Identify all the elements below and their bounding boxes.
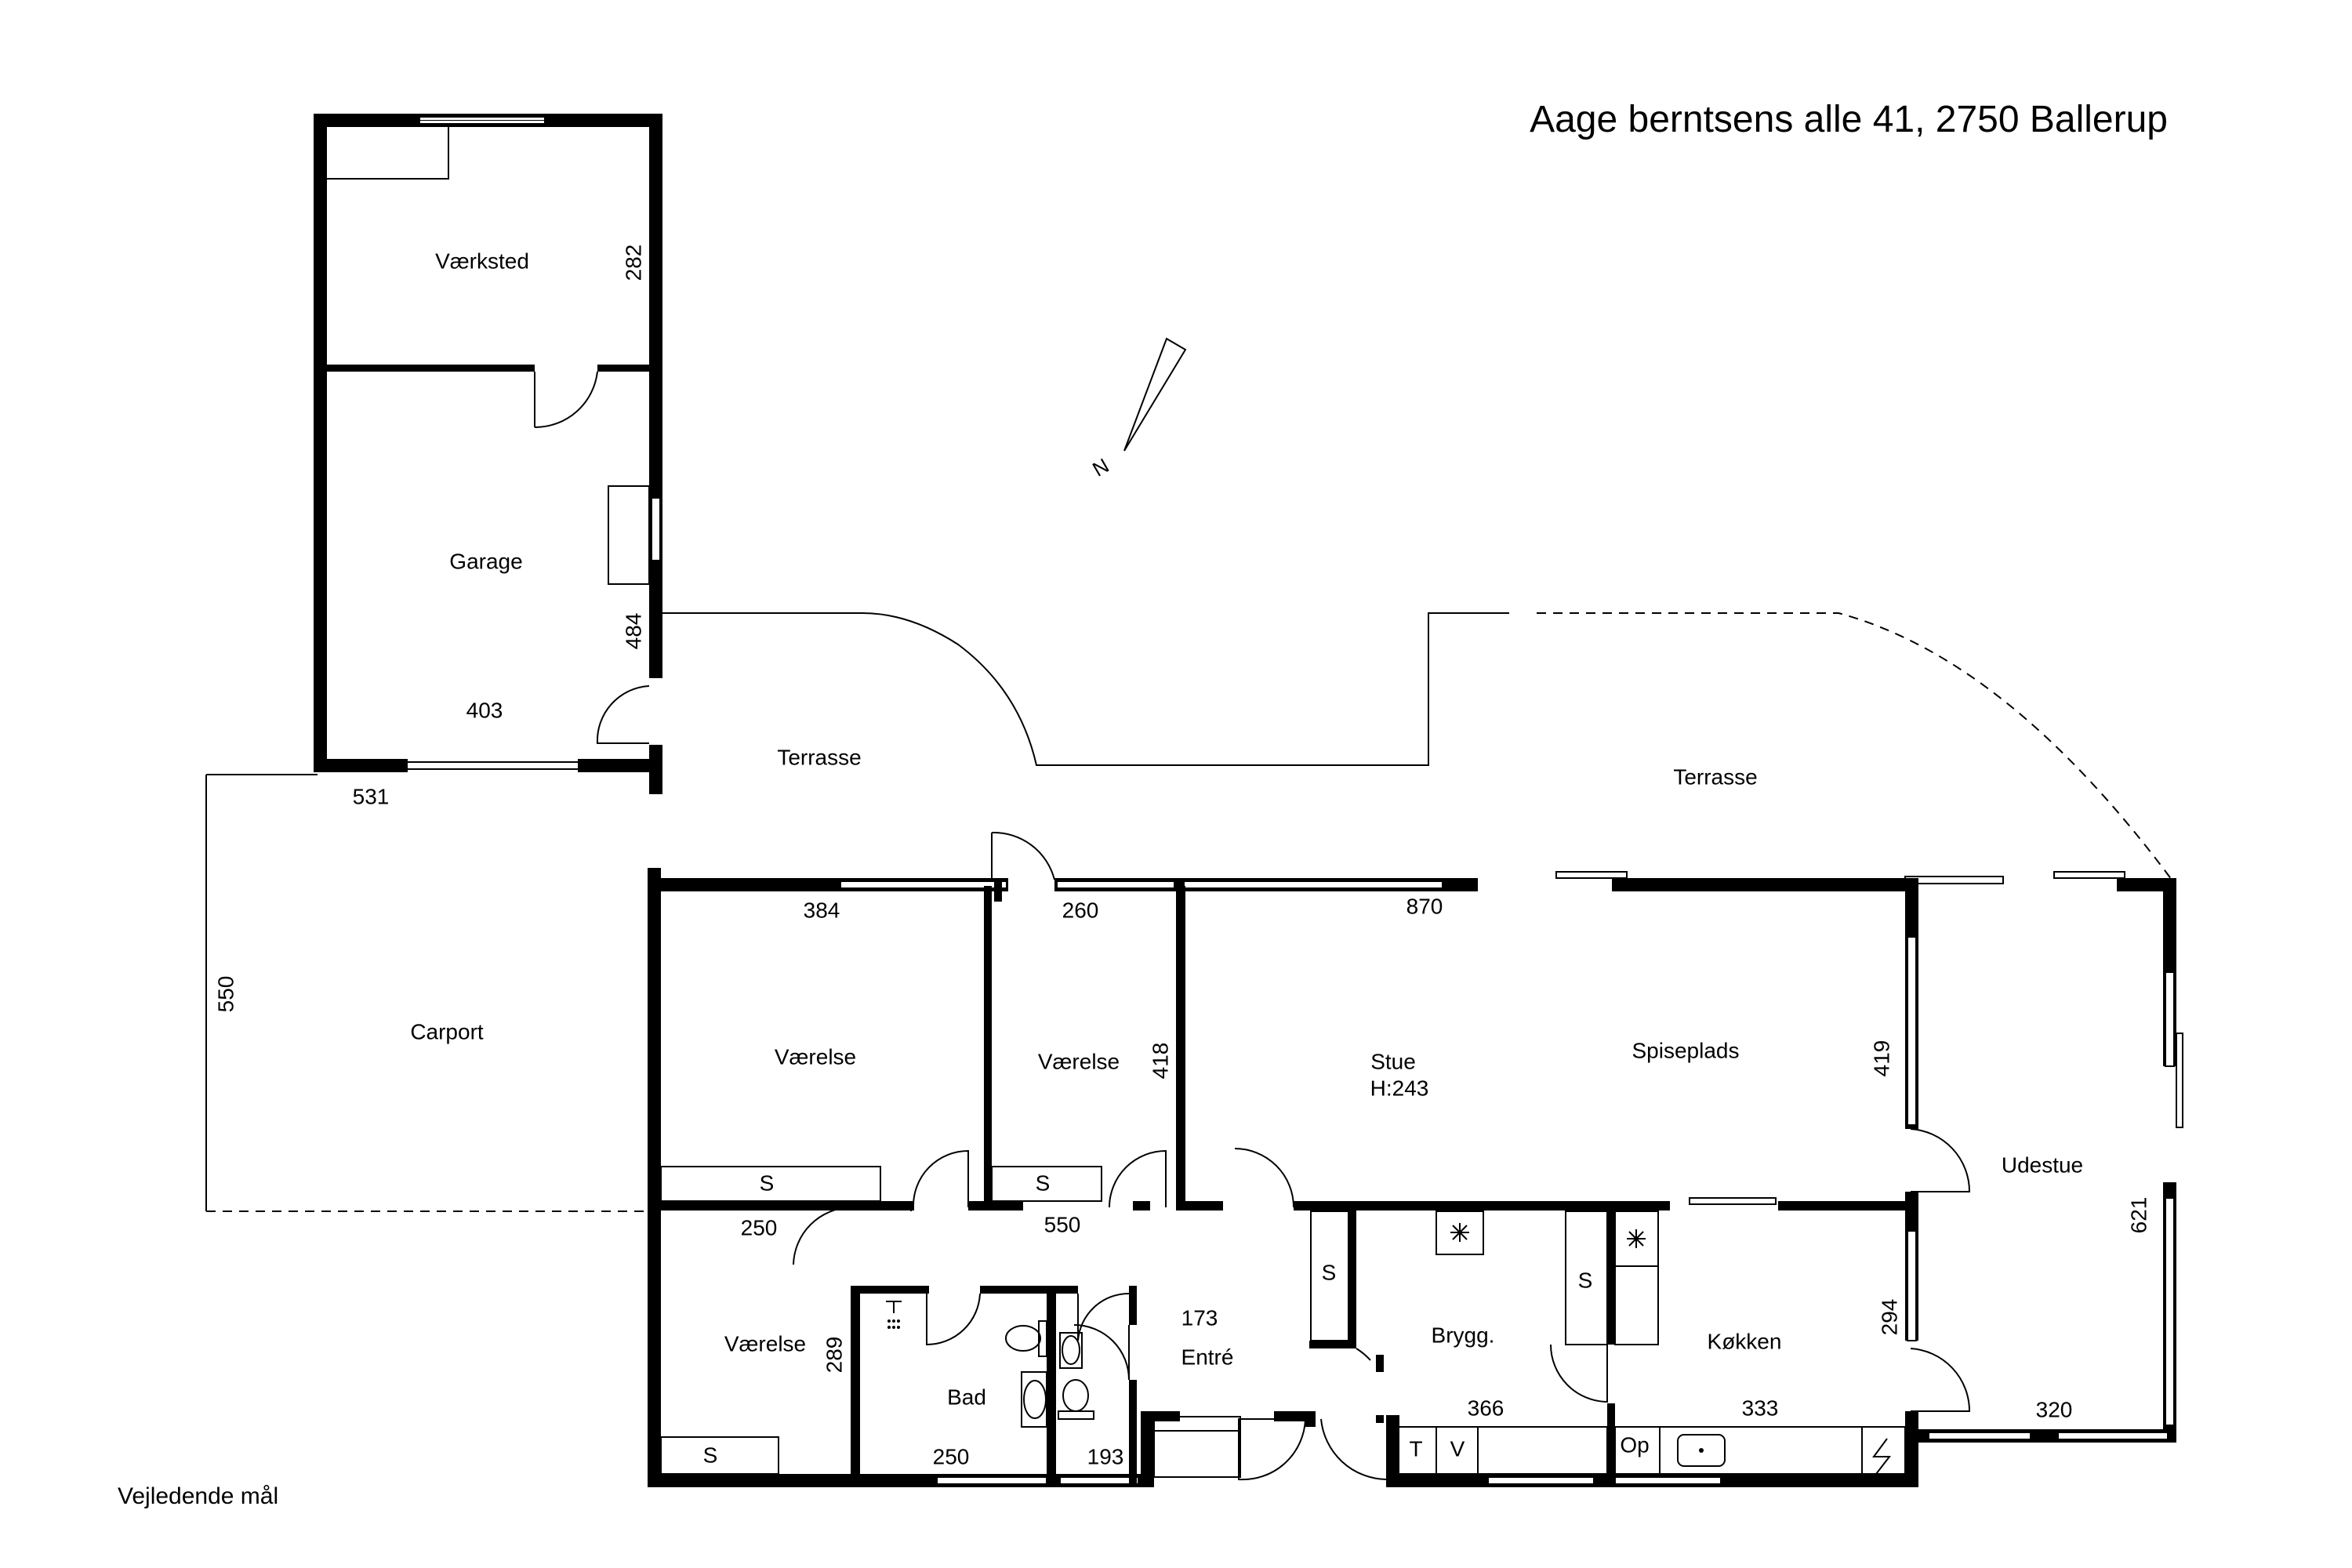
room-label-bedroom: Værelse <box>724 1331 806 1356</box>
door-swings <box>793 831 1971 1481</box>
dimension-label: 550 <box>213 976 238 1013</box>
room-label-kitchen: Køkken <box>1708 1329 1782 1353</box>
garage-building <box>314 114 662 794</box>
wardrobe-label: S <box>1036 1171 1051 1195</box>
dimension-label: 403 <box>466 698 503 722</box>
dimension-label: 250 <box>741 1215 778 1240</box>
dimension-label: 550 <box>1044 1212 1081 1236</box>
north-label: N <box>1088 453 1112 481</box>
room-label-bath: Bad <box>947 1385 986 1409</box>
sink-icon <box>1021 1332 1083 1428</box>
stove-icon <box>1450 1223 1469 1242</box>
room-label-entrance: Entré <box>1181 1345 1234 1369</box>
dimension-label: 621 <box>2126 1197 2151 1234</box>
wardrobe-label: S <box>1322 1260 1337 1284</box>
toilet-icon <box>1005 1320 1094 1420</box>
dimension-label: 173 <box>1181 1305 1218 1330</box>
dimension-label: 870 <box>1406 894 1443 918</box>
fixtures <box>660 1166 1906 1475</box>
dimension-label: 250 <box>933 1444 970 1468</box>
shower-icon <box>886 1301 902 1329</box>
room-label-sunroom: Udestue <box>2002 1152 2083 1177</box>
room-label-living: Stue <box>1370 1049 1416 1073</box>
room-label-dining: Spiseplads <box>1632 1038 1740 1062</box>
dimension-label: 320 <box>2036 1397 2073 1421</box>
main-house <box>648 831 2183 1487</box>
washer-label: V <box>1450 1436 1465 1461</box>
dryer-label: T <box>1409 1436 1422 1461</box>
room-label-terrace: Terrasse <box>777 745 861 769</box>
dimension-label: 366 <box>1468 1396 1504 1420</box>
wardrobe-label: S <box>760 1171 775 1195</box>
footnote: Vejledende mål <box>118 1483 278 1509</box>
dimension-label: 282 <box>621 245 645 281</box>
room-label-utility: Brygg. <box>1432 1323 1495 1347</box>
dimension-label: 333 <box>1742 1396 1779 1420</box>
dimension-label: 418 <box>1148 1043 1172 1080</box>
dimension-label: 260 <box>1062 898 1099 922</box>
dimension-label: 419 <box>1869 1040 1893 1077</box>
dimension-label: 384 <box>804 898 840 922</box>
room-label-terrace: Terrasse <box>1673 764 1757 789</box>
room-label-garage: Garage <box>449 549 522 573</box>
dimension-label: 294 <box>1877 1299 1901 1336</box>
dimension-label: 484 <box>621 613 645 650</box>
room-label-carport: Carport <box>410 1019 484 1044</box>
dishwasher-label: Op <box>1620 1432 1649 1457</box>
room-label-living-height: H:243 <box>1370 1076 1429 1100</box>
room-label-bedroom: Værelse <box>1038 1049 1120 1073</box>
site-outlines <box>205 612 2172 1212</box>
room-label-bedroom: Værelse <box>775 1044 856 1069</box>
north-arrow-icon: N <box>1088 337 1187 481</box>
wardrobe-label: S <box>703 1443 718 1467</box>
dimension-label: 289 <box>822 1337 846 1374</box>
wardrobe-label: S <box>1578 1268 1593 1292</box>
address-title: Aage berntsens alle 41, 2750 Ballerup <box>1530 99 2168 140</box>
dimension-label: 531 <box>353 784 390 808</box>
hob-icon <box>1627 1229 1646 1248</box>
room-label-workshop: Værksted <box>435 249 529 273</box>
dimension-label: 193 <box>1087 1444 1124 1468</box>
